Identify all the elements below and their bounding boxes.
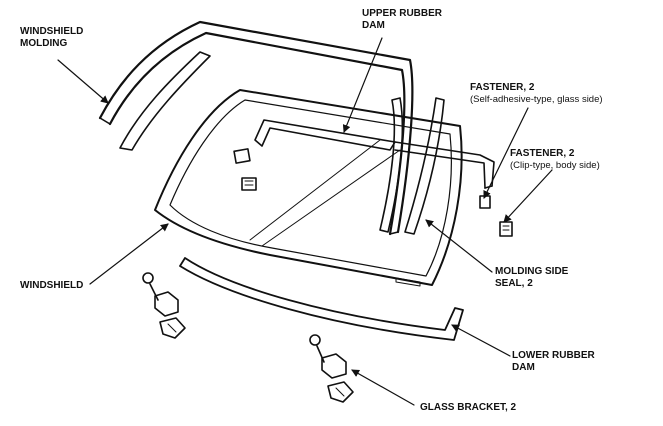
- glass-bracket-right: [309, 334, 354, 403]
- fastener-glass-label: FASTENER, 2 (Self-adhesive-type, glass s…: [470, 82, 603, 105]
- fastener-parts: [233, 148, 513, 237]
- upper-rubber-dam-label: UPPER RUBBER DAM: [362, 8, 443, 31]
- fastener-body-label: FASTENER, 2 (Clip-type, body side): [510, 148, 600, 171]
- windshield-label: WINDSHIELD: [20, 280, 84, 291]
- windshield-molding-label: WINDSHIELD MOLDING: [20, 26, 84, 49]
- lower-rubber-dam-label: LOWER RUBBER DAM: [512, 350, 595, 373]
- glass-bracket-left: [142, 272, 186, 339]
- molding-side-seal-parts: [379, 97, 445, 235]
- glass-bracket-label: GLASS BRACKET, 2: [420, 402, 517, 413]
- left-molding-strip: [119, 51, 211, 151]
- molding-side-seal-label: MOLDING SIDE SEAL, 2: [495, 266, 569, 289]
- windshield-glass-part: [154, 89, 463, 287]
- leader-lines: [57, 37, 553, 406]
- lower-rubber-dam-part: [179, 257, 464, 341]
- upper-rubber-dam-part: [254, 119, 495, 189]
